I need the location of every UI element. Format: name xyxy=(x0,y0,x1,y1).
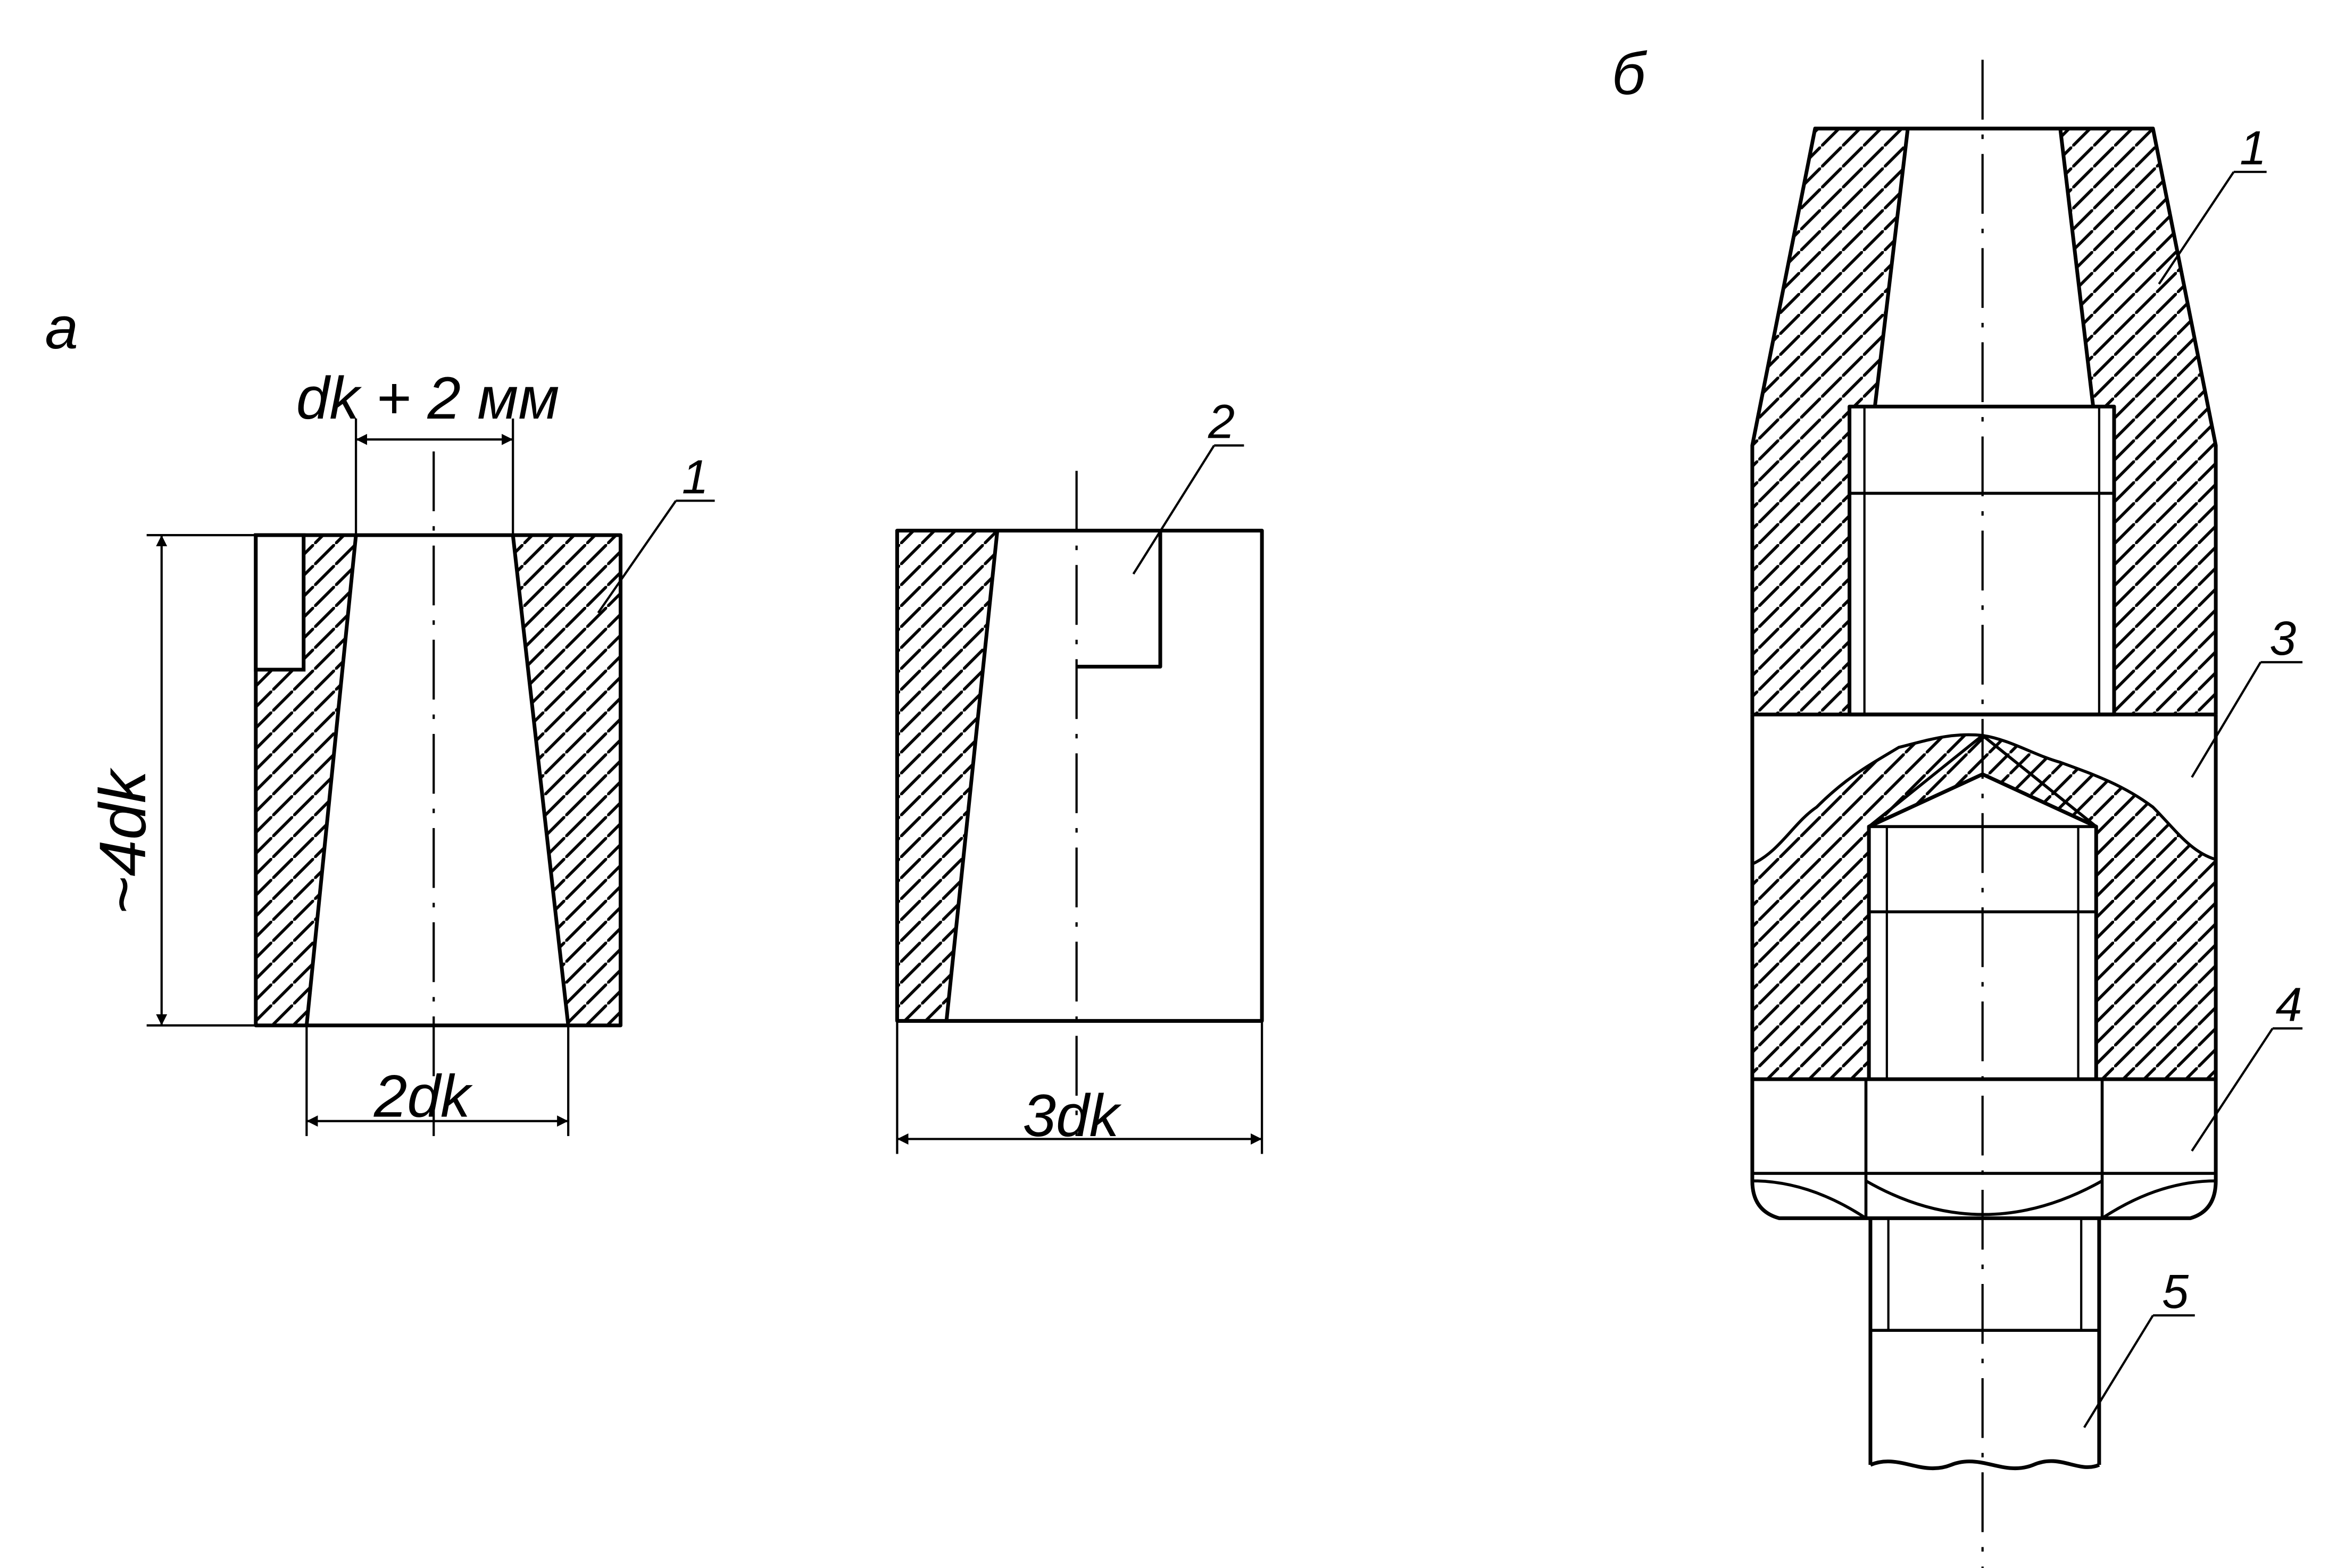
dimension-bottom-width-label: 2dk xyxy=(373,1062,473,1129)
part1-right-wall xyxy=(513,535,621,1025)
dimension-height-label: ~4dk xyxy=(86,767,160,915)
callout-b-part4-label: 4 xyxy=(2276,978,2302,1031)
b-part1-right-wall xyxy=(2060,128,2216,715)
callout-b-part5: 5 xyxy=(2083,1265,2195,1428)
part2-notch xyxy=(1076,530,1162,669)
dimension-bottom-width: 2dk xyxy=(305,1025,570,1136)
part2-outline xyxy=(895,529,1264,1023)
callout-a-part1: 1 xyxy=(597,451,715,614)
view-b-part3 xyxy=(1750,714,2218,1081)
dimension-top-width: dk + 2 мм xyxy=(296,364,560,536)
callout-b-part3-label: 3 xyxy=(2269,612,2296,665)
callout-b-part1-label: 1 xyxy=(2240,122,2266,175)
callout-a-part1-label: 1 xyxy=(682,451,709,504)
b-part1-left-wall xyxy=(1752,128,1908,715)
part1-slot xyxy=(254,533,306,672)
dimension-part2-width: 3dk xyxy=(896,1021,1263,1154)
view-b-part4 xyxy=(1750,1079,2218,1220)
callout-b-part4: 4 xyxy=(2191,978,2303,1152)
callout-a-part2-label: 2 xyxy=(1208,395,1235,448)
callout-b-part5-label: 5 xyxy=(2162,1265,2189,1319)
dimension-height: ~4dk xyxy=(86,533,256,1027)
view-b-part5 xyxy=(1868,1218,2101,1471)
callout-b-part1: 1 xyxy=(2158,122,2267,285)
view-a-part2 xyxy=(895,471,1264,1136)
view-b-part1 xyxy=(1750,127,2218,716)
callout-a-part2: 2 xyxy=(1132,395,1244,575)
dimension-part2-width-label: 3dk xyxy=(1022,1082,1121,1149)
view-a-part1 xyxy=(254,451,623,1136)
callout-b-part3: 3 xyxy=(2191,612,2303,778)
part1-outline xyxy=(254,533,623,1028)
view-label-a: а xyxy=(45,294,79,361)
part1-left-wall xyxy=(255,535,356,1025)
dimension-top-width-label: dk + 2 мм xyxy=(296,364,560,431)
view-label-b: б xyxy=(1612,40,1648,107)
part2-hatched-wall xyxy=(897,530,997,1021)
